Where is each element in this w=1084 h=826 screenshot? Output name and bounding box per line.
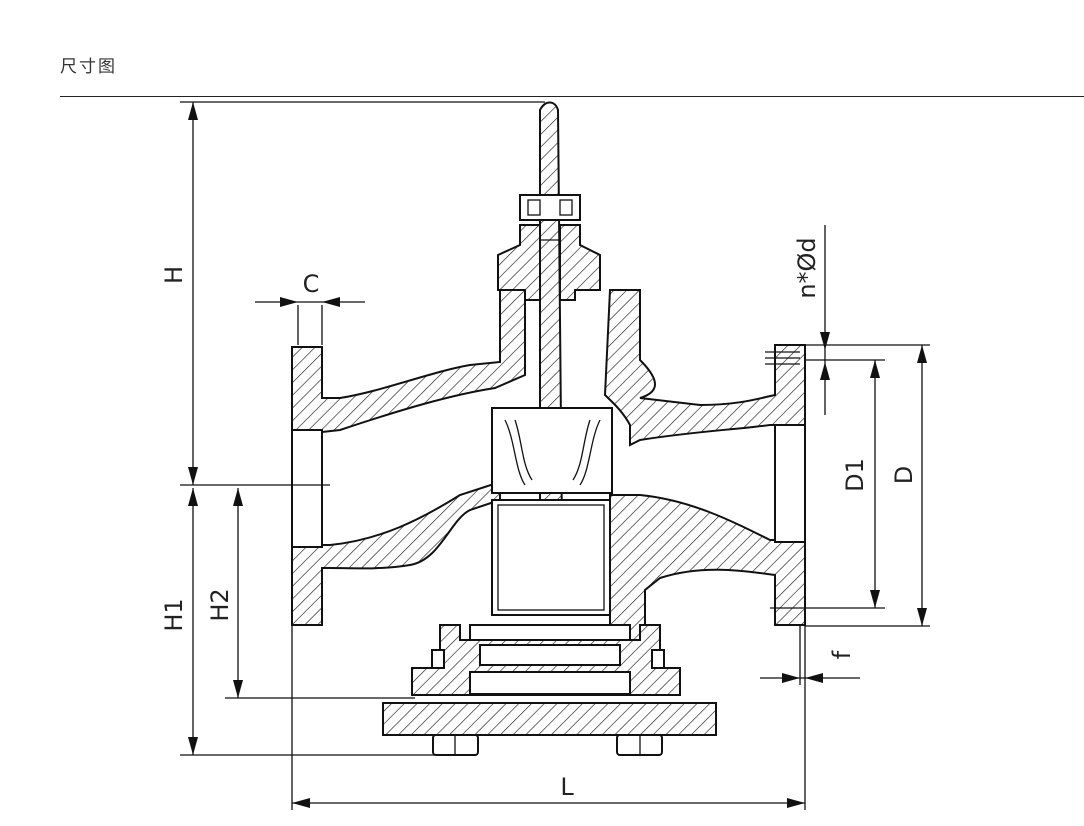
label-H2: H2 xyxy=(206,588,234,621)
label-D: D xyxy=(890,466,918,484)
label-C: C xyxy=(303,270,320,298)
label-L: L xyxy=(560,773,574,801)
left-bore xyxy=(291,429,323,548)
page-title: 尺寸图 xyxy=(60,57,117,77)
label-H: H xyxy=(160,266,188,284)
bottom-bolts xyxy=(431,649,665,756)
valve-cage xyxy=(469,407,631,695)
bonnet-neck-right xyxy=(559,224,601,301)
title-divider xyxy=(60,96,1084,97)
packing-gland xyxy=(519,194,581,241)
left-flange-lower xyxy=(291,480,501,626)
label-f: f xyxy=(828,650,856,659)
dimension-lines xyxy=(180,101,930,810)
right-bore xyxy=(774,424,806,543)
label-H1: H1 xyxy=(160,598,188,631)
right-flange-upper xyxy=(603,289,806,447)
base-plate xyxy=(382,702,717,736)
label-bolt-holes: n*Ød xyxy=(793,237,821,298)
left-flange-upper xyxy=(291,289,526,471)
bolt-hole-detail xyxy=(765,351,800,365)
bonnet-neck xyxy=(497,224,541,301)
right-flange-lower xyxy=(609,494,806,641)
label-D1: D1 xyxy=(841,458,869,492)
